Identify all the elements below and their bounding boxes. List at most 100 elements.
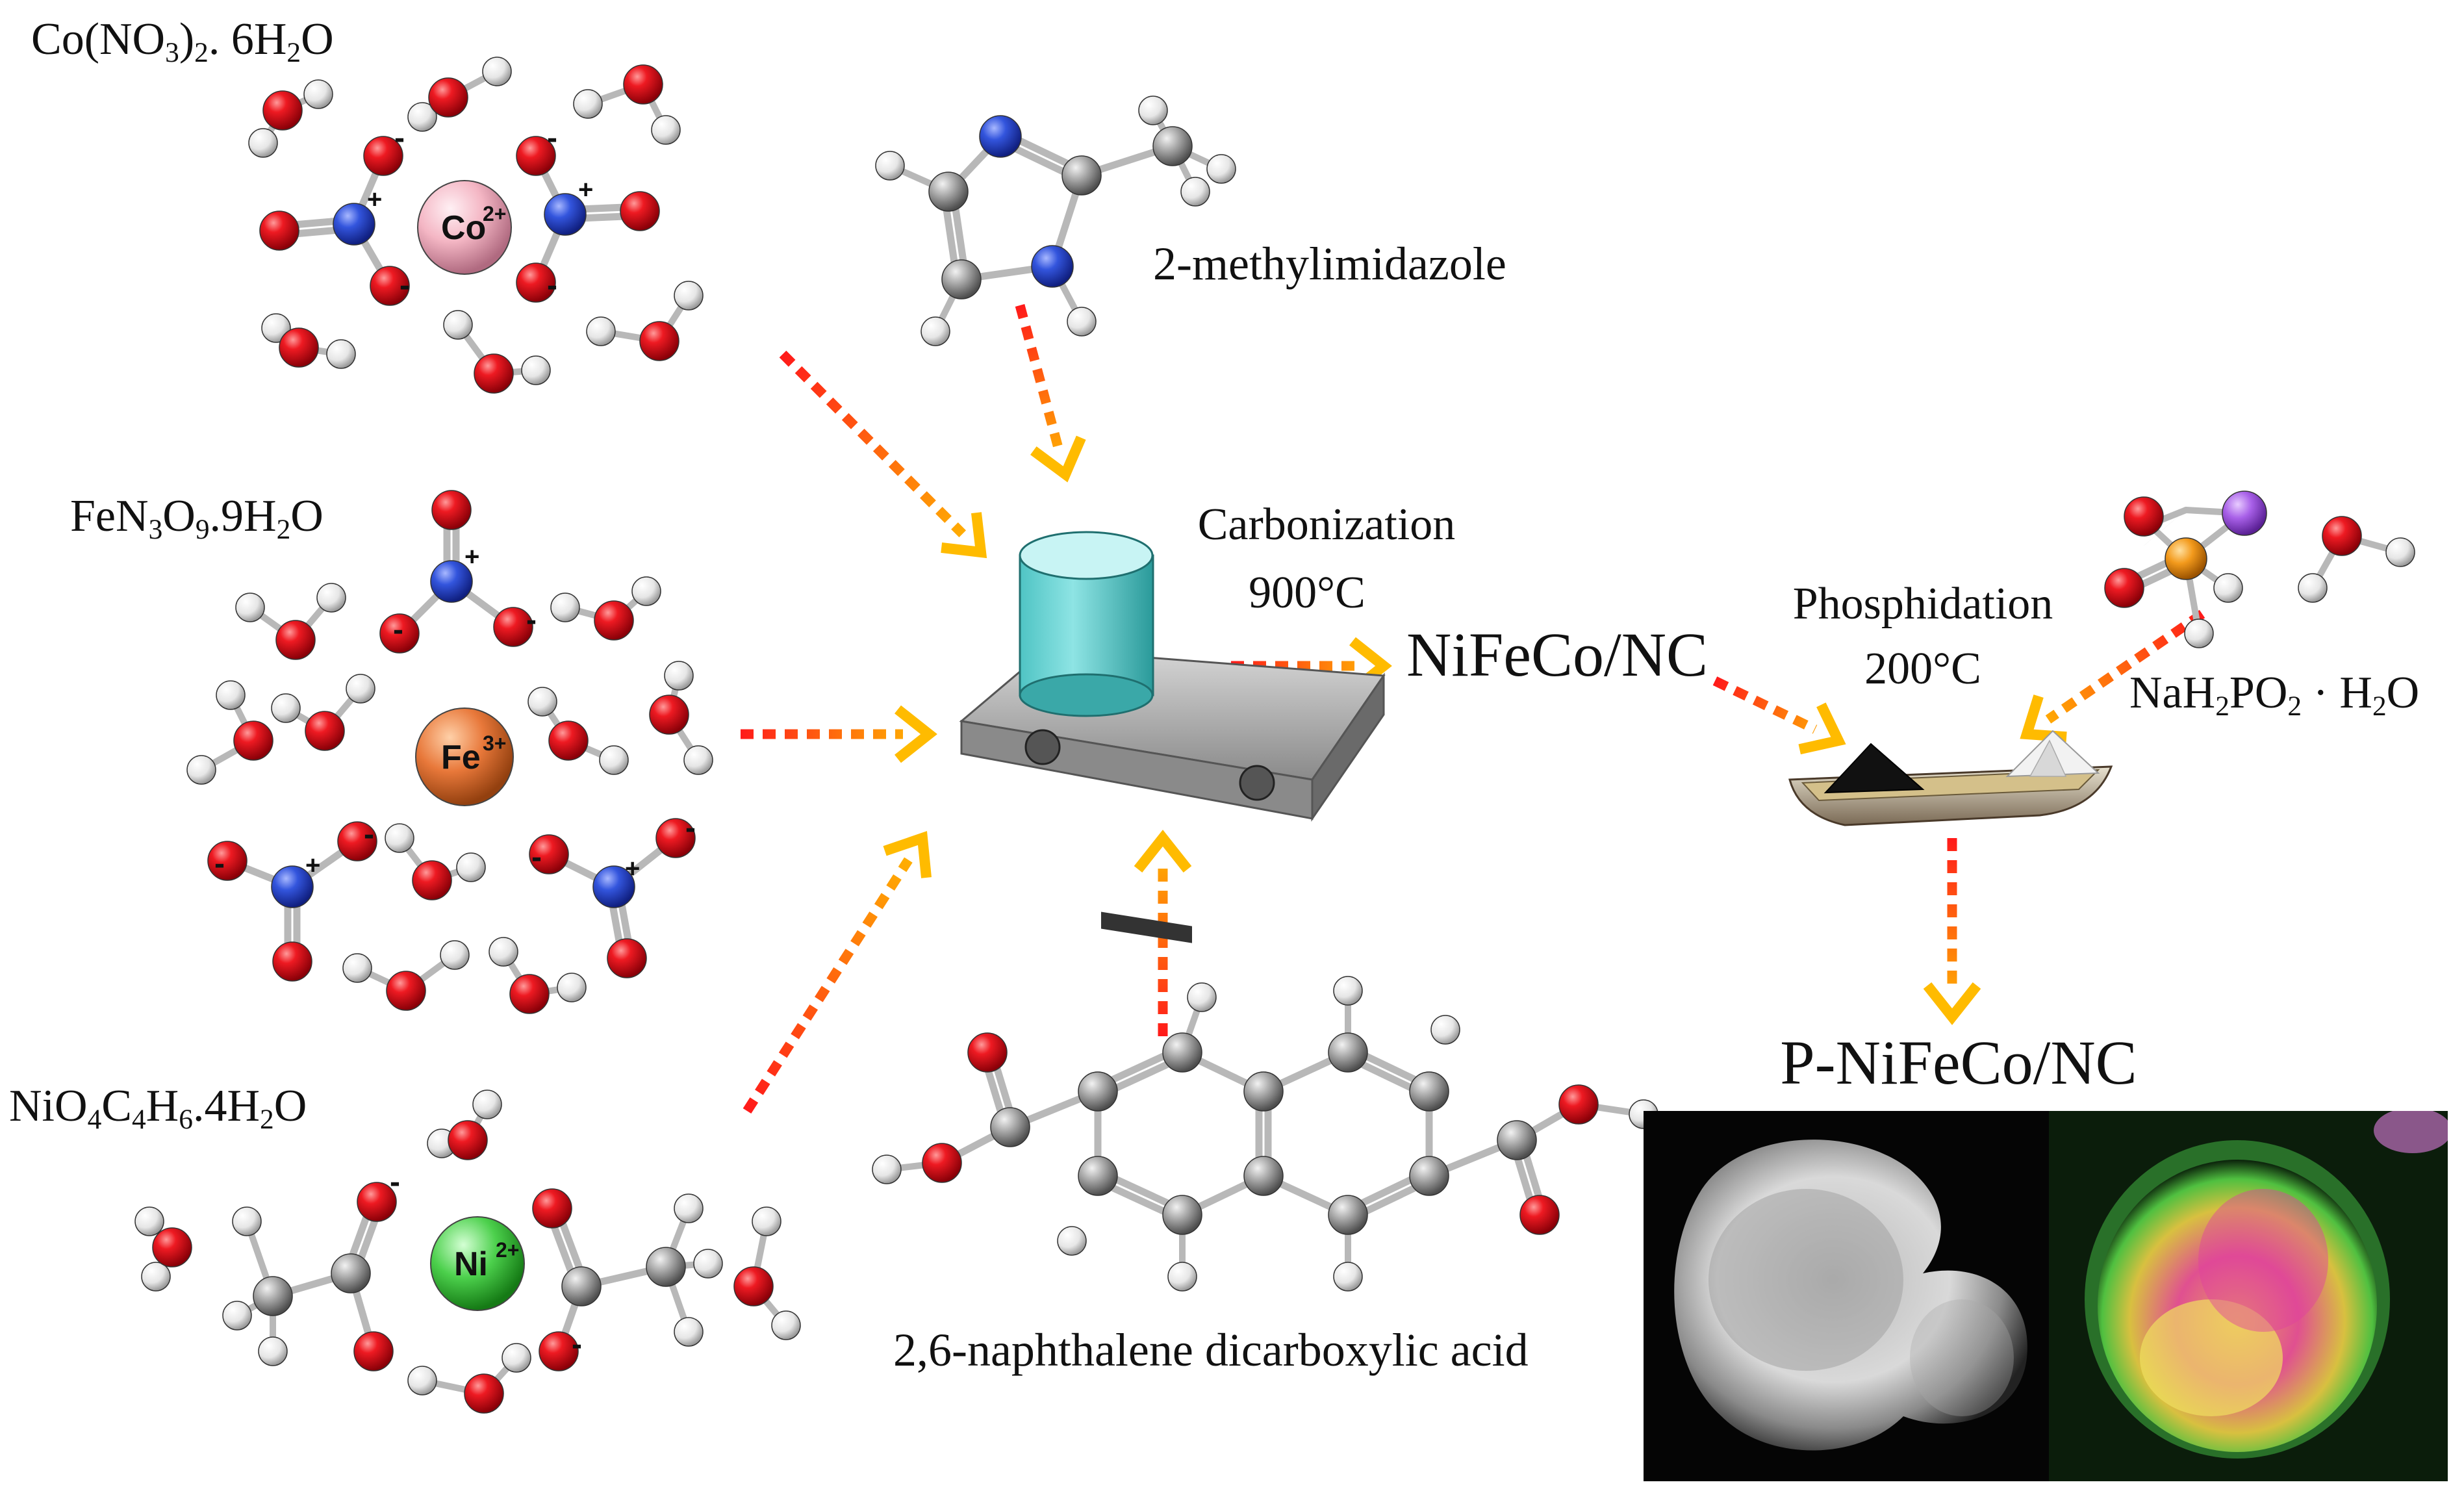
arrow-head — [1923, 982, 1981, 1025]
iron-ion — [415, 707, 514, 806]
formula-part: O — [290, 491, 324, 541]
dashed-arrow-shaft — [743, 857, 913, 1114]
hydrogen-atom — [303, 79, 333, 109]
oxygen-atom — [262, 90, 303, 131]
formula-subscript: 3 — [165, 37, 179, 69]
cobalt-nitrate-formula: Co(NO3)2. 6H2O — [31, 17, 334, 68]
carbon-atom — [928, 172, 969, 212]
hydrogen-atom — [186, 755, 216, 785]
hydrogen-atom — [550, 593, 580, 622]
nickel-ion-charge: 2+ — [496, 1238, 519, 1262]
carbon-atom — [331, 1253, 371, 1293]
cobalt-ion-charge: 2+ — [483, 202, 506, 225]
phosphidation-label: Phosphidation — [1792, 579, 2053, 629]
hydrogen-atom — [664, 661, 694, 691]
phosphorus-source-facet — [2029, 739, 2067, 777]
formula-part: Co(NO — [31, 14, 166, 64]
oxygen-charge: - — [531, 840, 542, 874]
eds-elemental-map — [2049, 1111, 2448, 1481]
hydrogen-atom — [440, 940, 470, 970]
hydrogen-atom — [2298, 573, 2328, 603]
dashed-arrow-shaft — [779, 350, 967, 538]
oxygen-atom — [370, 266, 410, 306]
hydrogen-atom — [875, 151, 905, 181]
nickel-acetate-formula: NiO4C4H6.4H2O — [9, 1084, 307, 1134]
formula-subscript: 2 — [2372, 691, 2387, 722]
hydrogen-atom — [651, 115, 681, 145]
oxygen-atom — [305, 711, 345, 751]
final-product-label: P-NiFeCo/NC — [1780, 1028, 2137, 1097]
oxygen-charge: - — [364, 817, 374, 852]
formula-part: ) — [179, 14, 195, 64]
hydrogen-atom — [407, 102, 437, 132]
oxygen-atom — [639, 321, 680, 361]
formula-part: · H — [2302, 668, 2372, 718]
hydrogen-atom — [2184, 618, 2214, 648]
hydrogen-atom — [573, 89, 603, 119]
carbon-atom — [561, 1266, 602, 1306]
hydrogen-atom — [693, 1249, 723, 1279]
oxygen-charge: - — [547, 268, 557, 303]
oxygen-charge: - — [547, 121, 557, 155]
methylimidazole-label: 2-methylimidazole — [1153, 238, 1506, 290]
hydrogen-atom — [1430, 1015, 1460, 1045]
hydrogen-atom — [342, 953, 372, 983]
oxygen-atom — [2124, 496, 2164, 537]
oxygen-atom — [655, 818, 696, 858]
hydrogen-atom — [631, 576, 661, 606]
hydrogen-atom — [235, 593, 265, 622]
hydrogen-atom — [2385, 537, 2415, 567]
formula-subscript: 2 — [2287, 691, 2302, 722]
oxygen-atom — [386, 971, 426, 1011]
hydrogen-atom — [521, 355, 551, 385]
oxygen-atom — [353, 1331, 394, 1371]
oxygen-atom — [152, 1227, 192, 1268]
hydrogen-atom — [674, 281, 704, 311]
oxygen-atom — [623, 64, 663, 105]
carbon-atom — [1409, 1071, 1449, 1112]
oxygen-atom — [431, 490, 472, 530]
oxygen-atom — [539, 1331, 579, 1371]
oxygen-atom — [509, 974, 550, 1014]
oxygen-charge: - — [394, 121, 405, 155]
dashed-arrow-shaft — [2045, 609, 2205, 724]
carbon-atom — [1409, 1156, 1449, 1196]
oxygen-atom — [275, 620, 316, 660]
carbon-atom — [990, 1107, 1030, 1147]
oxygen-charge: - — [685, 811, 696, 845]
nitrogen-atom — [544, 193, 587, 236]
nitrogen-atom — [1031, 245, 1074, 288]
formula-part: C — [101, 1081, 132, 1131]
oxygen-atom — [357, 1182, 397, 1222]
formula-part: PO — [2229, 668, 2288, 718]
formula-subscript: 6 — [179, 1104, 193, 1136]
arrow-head — [1030, 435, 1086, 483]
hydrogen-atom — [407, 1366, 437, 1395]
cobalt-ion — [417, 180, 512, 275]
hydrogen-atom — [872, 1154, 902, 1184]
nitrogen-atom — [333, 203, 375, 246]
oxygen-atom — [532, 1188, 572, 1229]
nitrogen-charge: + — [305, 851, 320, 880]
carbon-atom — [1152, 126, 1193, 166]
oxygen-atom — [594, 600, 634, 641]
carbon-atom — [941, 259, 982, 299]
nickel-ion-symbol: Ni — [454, 1245, 488, 1283]
formula-part: NaH — [2129, 668, 2216, 718]
vessel-base — [1019, 673, 1154, 717]
carbon-atom — [1061, 155, 1102, 196]
oxygen-atom — [2104, 568, 2144, 608]
hydrogen-atom — [216, 680, 246, 710]
hydrogen-atom — [232, 1206, 262, 1236]
oxygen-atom — [363, 136, 403, 176]
formula-part: .9H — [209, 491, 277, 541]
hydrogen-atom — [599, 745, 629, 775]
formula-part: O — [162, 491, 196, 541]
hydrogen-atom — [1333, 976, 1363, 1006]
formula-subscript: 2 — [276, 514, 291, 546]
hydrogen-atom — [771, 1310, 801, 1340]
oxygen-atom — [516, 262, 556, 303]
oxygen-atom — [1558, 1084, 1599, 1125]
oxygen-atom — [379, 613, 420, 654]
intermediate-product-label: NiFeCo/NC — [1406, 620, 1708, 689]
